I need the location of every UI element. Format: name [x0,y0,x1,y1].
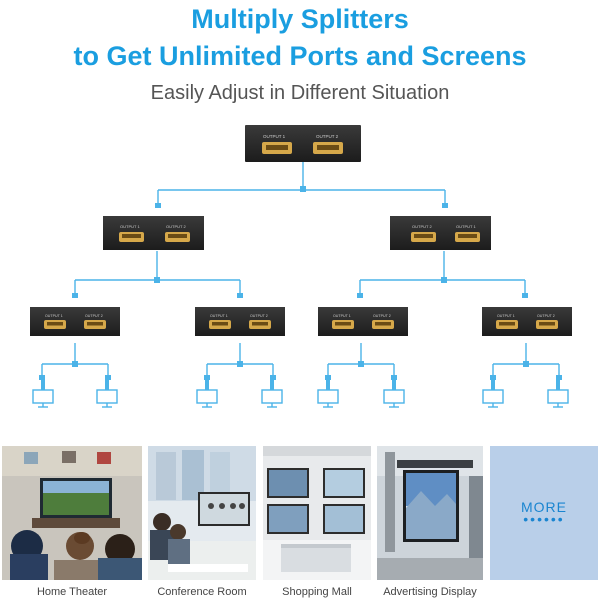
more-label: MORE [521,499,567,515]
scenario-label: Conference Room [157,586,247,598]
scenario-strip: Home Theater Conference Room [0,446,600,602]
monitor-icon [261,389,283,408]
monitor-icon [383,389,405,408]
scenario-image-shopping-mall [263,446,371,580]
monitor-icon [317,389,339,408]
more-button[interactable]: MORE •••••• [490,446,598,580]
title-line-1: Multiply Splitters [191,4,409,34]
monitor-icon [96,389,118,408]
monitor-icon [547,389,569,408]
splitter-device-level-2-right: OUTPUT 2 OUTPUT 1 [390,216,491,250]
monitor-icon [482,389,504,408]
svg-text:OUTPUT 2: OUTPUT 2 [250,314,268,318]
svg-text:OUTPUT 2: OUTPUT 2 [373,314,391,318]
svg-text:OUTPUT 1: OUTPUT 1 [210,314,228,318]
more-dots: •••••• [523,511,565,527]
scenario-image-home-theater [2,446,142,580]
scenario-image-advertising-display [377,446,483,580]
splitter-device-level-2-left: OUTPUT 1 OUTPUT 2 [103,216,204,250]
monitor-icon [196,389,218,408]
connector-lines [41,162,560,380]
svg-text:OUTPUT 1: OUTPUT 1 [120,224,140,229]
svg-text:OUTPUT 1: OUTPUT 1 [45,314,63,318]
splitter-device-level-3-3: OUTPUT 1 OUTPUT 2 [318,307,408,336]
svg-text:OUTPUT 2: OUTPUT 2 [537,314,555,318]
svg-text:OUTPUT 1: OUTPUT 1 [497,314,515,318]
subtitle: Easily Adjust in Different Situation [150,82,450,104]
scenario-label: Shopping Mall [282,586,352,598]
title-line-2: to Get Unlimited Ports and Screens [73,41,527,71]
svg-text:OUTPUT 2: OUTPUT 2 [412,224,432,229]
scenario-image-conference-room [148,446,256,580]
svg-text:OUTPUT 2: OUTPUT 2 [166,224,186,229]
svg-text:OUTPUT 2: OUTPUT 2 [85,314,103,318]
svg-text:OUTPUT 1: OUTPUT 1 [456,224,476,229]
port-label: OUTPUT 2 [316,134,339,139]
splitter-device-level-3-4: OUTPUT 1 OUTPUT 2 [482,307,572,336]
port-label: OUTPUT 1 [263,134,286,139]
splitter-device-level-3-2: OUTPUT 1 OUTPUT 2 [195,307,285,336]
scenario-label: Advertising Display [383,586,477,598]
monitor-icon [32,389,54,408]
splitter-cascade-diagram: OUTPUT 1 OUTPUT 2 OUTPUT 1 OUTPUT 2 OUTP… [30,125,572,408]
monitor-icons [32,389,569,408]
splitter-device-level-3-1: OUTPUT 1 OUTPUT 2 [30,307,120,336]
connector-nodes [39,186,562,380]
svg-text:OUTPUT 1: OUTPUT 1 [333,314,351,318]
splitter-device-level-1: OUTPUT 1 OUTPUT 2 [245,125,361,162]
scenario-label: Home Theater [36,586,108,598]
